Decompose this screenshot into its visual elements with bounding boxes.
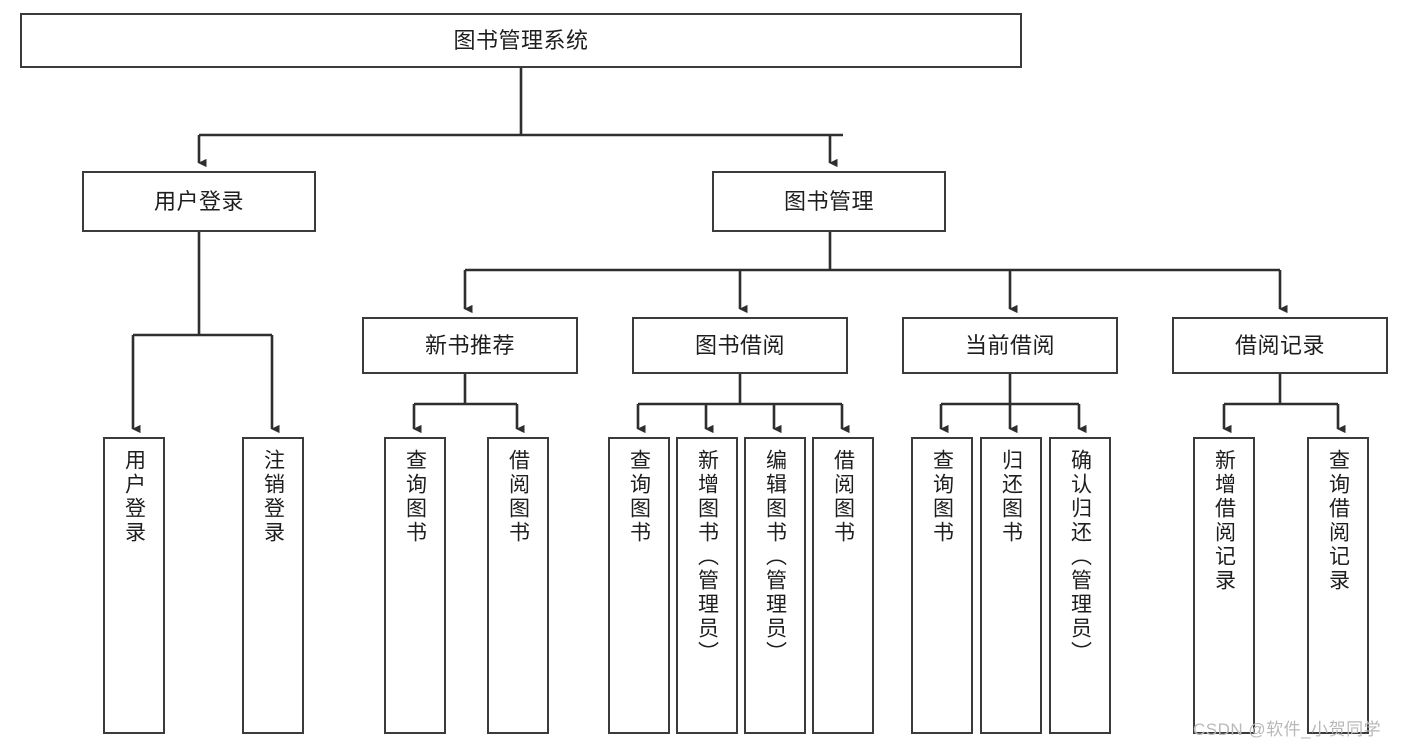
- node-label: 确认归还（管理员）: [1068, 449, 1092, 665]
- node-label: 注销登录: [261, 449, 285, 545]
- node-leaf-bb-edit-book-admin[interactable]: 编辑图书（管理员）: [744, 437, 806, 734]
- node-leaf-br-query-record[interactable]: 查询借阅记录: [1307, 437, 1369, 734]
- node-label: 查询图书: [403, 449, 427, 545]
- node-label: 编辑图书（管理员）: [763, 449, 787, 665]
- watermark-text: CSDN @软件_小贺同学: [1193, 720, 1382, 739]
- node-label: 图书借阅: [694, 332, 785, 358]
- node-label: 借阅图书: [506, 449, 530, 545]
- node-borrow-record[interactable]: 借阅记录: [1172, 317, 1388, 374]
- node-leaf-cb-query-book[interactable]: 查询图书: [911, 437, 973, 734]
- node-label: 用户登录: [122, 449, 146, 545]
- node-leaf-cb-confirm-return-admin[interactable]: 确认归还（管理员）: [1049, 437, 1111, 734]
- node-label: 归还图书: [999, 449, 1023, 545]
- node-label: 当前借阅: [964, 332, 1055, 358]
- node-label: 借阅图书: [831, 449, 855, 545]
- node-label: 图书管理: [783, 188, 874, 214]
- node-leaf-cb-return-book[interactable]: 归还图书: [980, 437, 1042, 734]
- node-label: 新增借阅记录: [1212, 449, 1236, 593]
- node-leaf-nb-borrow-book[interactable]: 借阅图书: [487, 437, 549, 734]
- node-leaf-user-login[interactable]: 用户登录: [103, 437, 165, 734]
- node-label: 借阅记录: [1234, 332, 1325, 358]
- node-current-borrow[interactable]: 当前借阅: [902, 317, 1118, 374]
- node-book-management[interactable]: 图书管理: [712, 171, 946, 232]
- node-book-borrow[interactable]: 图书借阅: [632, 317, 848, 374]
- node-label: 图书管理系统: [453, 27, 589, 53]
- node-root-system[interactable]: 图书管理系统: [20, 13, 1022, 68]
- node-label: 查询图书: [627, 449, 651, 545]
- node-label: 新书推荐: [424, 332, 515, 358]
- node-leaf-logout[interactable]: 注销登录: [242, 437, 304, 734]
- node-leaf-br-add-record[interactable]: 新增借阅记录: [1193, 437, 1255, 734]
- node-label: 查询借阅记录: [1326, 449, 1350, 593]
- node-leaf-bb-borrow-book[interactable]: 借阅图书: [812, 437, 874, 734]
- node-leaf-nb-query-book[interactable]: 查询图书: [384, 437, 446, 734]
- node-leaf-bb-query-book[interactable]: 查询图书: [608, 437, 670, 734]
- node-label: 新增图书（管理员）: [695, 449, 719, 665]
- node-label: 用户登录: [153, 188, 244, 214]
- node-user-login[interactable]: 用户登录: [82, 171, 316, 232]
- node-leaf-bb-add-book-admin[interactable]: 新增图书（管理员）: [676, 437, 738, 734]
- node-new-book-recommend[interactable]: 新书推荐: [362, 317, 578, 374]
- node-label: 查询图书: [930, 449, 954, 545]
